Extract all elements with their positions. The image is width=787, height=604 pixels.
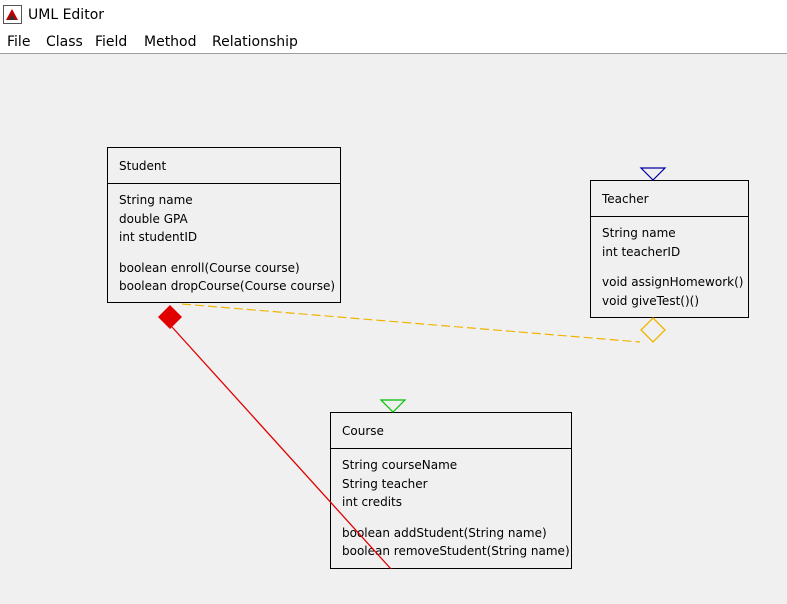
field: int teacherID	[602, 244, 681, 259]
class-box-course[interactable]: Course String courseName String teacher …	[330, 412, 572, 569]
menu-file[interactable]: File	[7, 34, 31, 50]
class-members-teacher: String name int teacherID void assignHom…	[591, 217, 748, 310]
class-members-student: String name double GPA int studentID boo…	[108, 184, 340, 296]
class-name-student: Student	[108, 148, 340, 184]
method: boolean addStudent(String name)	[342, 525, 547, 540]
method: void giveTest()()	[602, 293, 700, 308]
class-name-teacher: Teacher	[591, 181, 748, 217]
method: boolean removeStudent(String name)	[342, 544, 570, 558]
window-title: UML Editor	[28, 7, 105, 23]
class-members-course: String courseName String teacher int cre…	[331, 449, 571, 561]
title-bar: UML Editor	[0, 0, 787, 30]
class-box-teacher[interactable]: Teacher String name int teacherID void a…	[590, 180, 749, 318]
menu-relationship[interactable]: Relationship	[212, 34, 298, 50]
method: void assignHomework()	[602, 275, 744, 289]
field: String name	[602, 226, 676, 240]
class-name-course: Course	[331, 413, 571, 449]
method: boolean dropCourse(Course course)	[119, 279, 336, 293]
field: double GPA	[119, 211, 188, 226]
field: int credits	[342, 495, 403, 509]
class-box-student[interactable]: Student String name double GPA int stude…	[107, 147, 341, 303]
menu-method[interactable]: Method	[144, 34, 197, 50]
menu-field[interactable]: Field	[95, 34, 128, 50]
method: boolean enroll(Course course)	[119, 260, 300, 275]
app-icon	[3, 5, 22, 24]
field: String teacher	[342, 476, 428, 491]
menu-class[interactable]: Class	[46, 34, 83, 50]
field: String courseName	[342, 458, 458, 472]
menu-bar: File Class Field Method Relationship	[0, 30, 787, 54]
field: int studentID	[119, 230, 198, 244]
field: String name	[119, 193, 193, 207]
